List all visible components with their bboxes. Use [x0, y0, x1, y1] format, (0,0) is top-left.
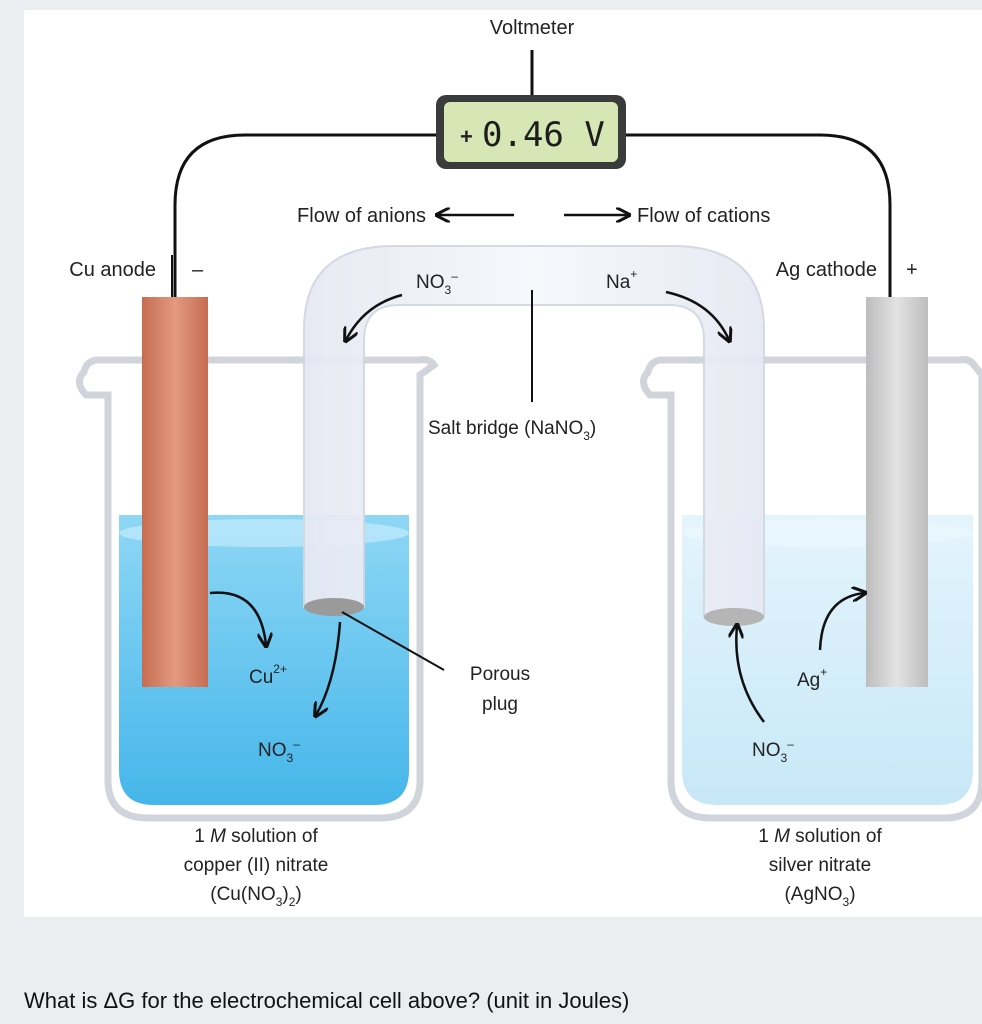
- left-solution-line3: (Cu(NO3)2): [210, 884, 301, 909]
- left-ion-no3: NO3–: [258, 737, 300, 765]
- circuit-wire-right: [622, 133, 892, 300]
- galvanic-cell-diagram: + 0.46 V Voltmeter Flow of anions Flow o…: [24, 10, 982, 917]
- salt-bridge-tube: [303, 245, 765, 618]
- cathode-label: Ag cathode: [776, 259, 877, 281]
- left-solution-line1: 1 M solution of: [194, 826, 318, 847]
- porous-plug-right: [704, 608, 764, 626]
- anode-label: Cu anode: [69, 259, 156, 281]
- nitrate-left-arrow: [316, 621, 342, 715]
- left-beaker: [76, 356, 439, 822]
- porous-plug-label-2: plug: [482, 694, 518, 715]
- right-solution-line2: silver nitrate: [769, 855, 871, 876]
- silver-ion-arrow: [818, 593, 864, 651]
- voltmeter-label: Voltmeter: [490, 17, 575, 39]
- voltmeter: + 0.46 V: [436, 95, 626, 169]
- cathode-sign: +: [906, 259, 918, 281]
- bridge-right-ion: Na+: [606, 267, 637, 293]
- right-solution-line3: (AgNO3): [784, 884, 855, 909]
- question-text: What is ΔG for the electrochemical cell …: [24, 988, 630, 1013]
- porous-plug-label-1: Porous: [470, 664, 530, 685]
- silver-cathode: [866, 297, 928, 687]
- anode-sign: –: [192, 259, 204, 281]
- porous-plug-left: [304, 598, 364, 616]
- bridge-left-ion: NO3–: [416, 269, 458, 297]
- voltmeter-sign: +: [460, 124, 473, 149]
- bridge-right-arrow: [665, 290, 729, 340]
- left-ion-cu: Cu2+: [249, 662, 287, 688]
- salt-bridge-label: Salt bridge (NaNO3): [428, 418, 596, 443]
- left-solution-line2: copper (II) nitrate: [184, 855, 329, 876]
- right-solution-line1: 1 M solution of: [758, 826, 882, 847]
- right-ion-ag: Ag+: [797, 665, 827, 691]
- right-ion-no3: NO3–: [752, 737, 794, 765]
- porous-plug-pointer: [341, 611, 445, 671]
- bridge-left-arrow: [346, 293, 403, 340]
- flow-anions-label: Flow of anions: [297, 205, 426, 227]
- right-beaker: [640, 356, 982, 822]
- copper-anode: [142, 297, 208, 687]
- copper-ion-arrow: [209, 591, 266, 645]
- voltmeter-reading: 0.46 V: [482, 115, 605, 155]
- flow-cations-label: Flow of cations: [637, 205, 770, 227]
- circuit-wire-left: [173, 133, 442, 300]
- nitrate-right-arrow: [736, 626, 765, 723]
